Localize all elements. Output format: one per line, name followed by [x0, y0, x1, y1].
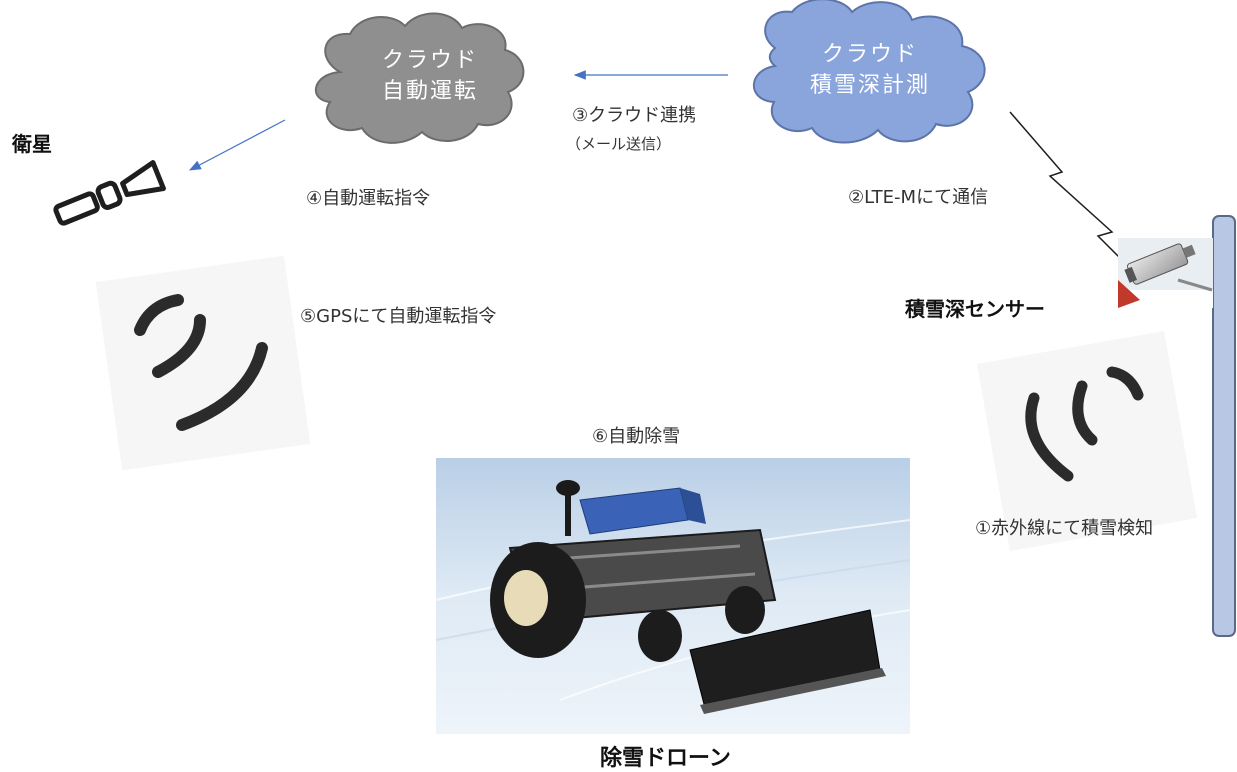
- step3-label: ③クラウド連携: [572, 105, 697, 126]
- satellite-label: 衛星: [12, 132, 52, 156]
- lightning-icon: [1009, 111, 1151, 289]
- step5-label: ⑤GPSにて自動運転指令: [300, 306, 497, 327]
- step6-label: ⑥自動除雪: [592, 426, 681, 447]
- satellite-icon: [53, 160, 166, 226]
- step4-label: ④自動運転指令: [306, 188, 431, 209]
- cloud-snow-depth: クラウド 積雪深計測: [785, 40, 955, 102]
- cloud-auto-drive: クラウド 自動運転: [355, 46, 505, 108]
- step2-label: ②LTE-Mにて通信: [848, 187, 989, 208]
- infrared-signal-icon: [976, 330, 1198, 552]
- sensor-pole: [1212, 215, 1236, 637]
- snow-drone-label: 除雪ドローン: [600, 746, 731, 771]
- cloud-snow-depth-line2: 積雪深計測: [809, 72, 930, 98]
- cloud-snow-depth-line1: クラウド: [821, 42, 918, 67]
- cloud-snow-depth-shape: [752, 0, 986, 144]
- gps-signal-icon: [95, 255, 311, 471]
- step3-sub-label: （メール送信）: [566, 135, 672, 153]
- step1-label: ①赤外線にて積雪検知: [975, 518, 1154, 539]
- cloud-auto-drive-line2: 自動運転: [381, 78, 478, 104]
- cloud-auto-drive-line1: クラウド: [381, 48, 478, 73]
- snow-sensor-label: 積雪深センサー: [905, 297, 1045, 321]
- snow-depth-sensor-image: [1118, 238, 1213, 308]
- cloud-auto-drive-shape: [314, 12, 525, 144]
- arrow-to-satellite: [188, 119, 286, 171]
- snow-drone-image: [435, 458, 911, 734]
